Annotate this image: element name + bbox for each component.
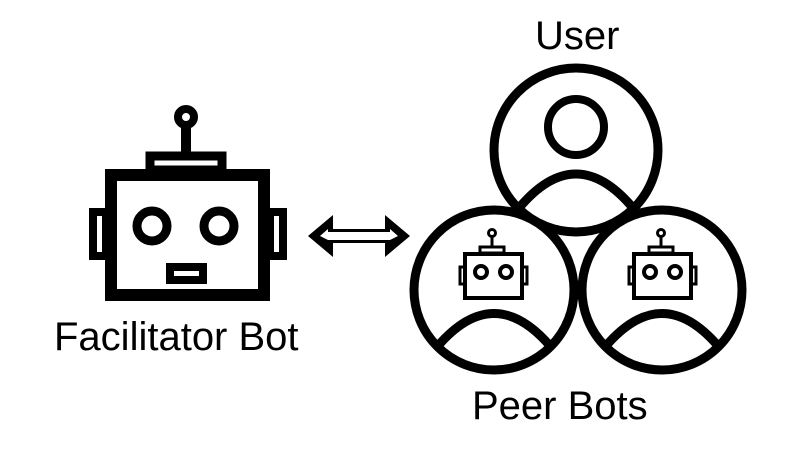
facilitator-bot-label: Facilitator Bot — [54, 315, 299, 359]
peer-bots-label: Peer Bots — [472, 384, 648, 428]
user-shoulders — [515, 169, 637, 211]
left-eye — [132, 206, 172, 246]
mouth — [166, 263, 207, 284]
right-ear — [266, 208, 287, 260]
head-top-plate — [145, 151, 227, 175]
peer-robot-icon — [627, 228, 698, 300]
user-avatar-icon — [489, 63, 663, 237]
peer-robot-icon — [458, 228, 529, 300]
bidirectional-arrow-icon — [308, 215, 410, 257]
peer-bot-1-avatar — [409, 205, 579, 375]
user-label: User — [535, 14, 620, 58]
peer-bot-2-avatar — [577, 205, 747, 375]
peer-shoulders — [433, 309, 555, 350]
left-ear — [89, 208, 110, 260]
peer-shoulders — [601, 309, 723, 350]
user-circle — [489, 63, 663, 237]
facilitator-robot-icon — [89, 105, 287, 301]
user-head — [544, 95, 608, 159]
peer-circle — [409, 205, 579, 375]
robot-head — [105, 169, 270, 301]
peer-circle — [577, 205, 747, 375]
antenna-ball — [174, 105, 198, 129]
right-eye — [199, 206, 239, 246]
